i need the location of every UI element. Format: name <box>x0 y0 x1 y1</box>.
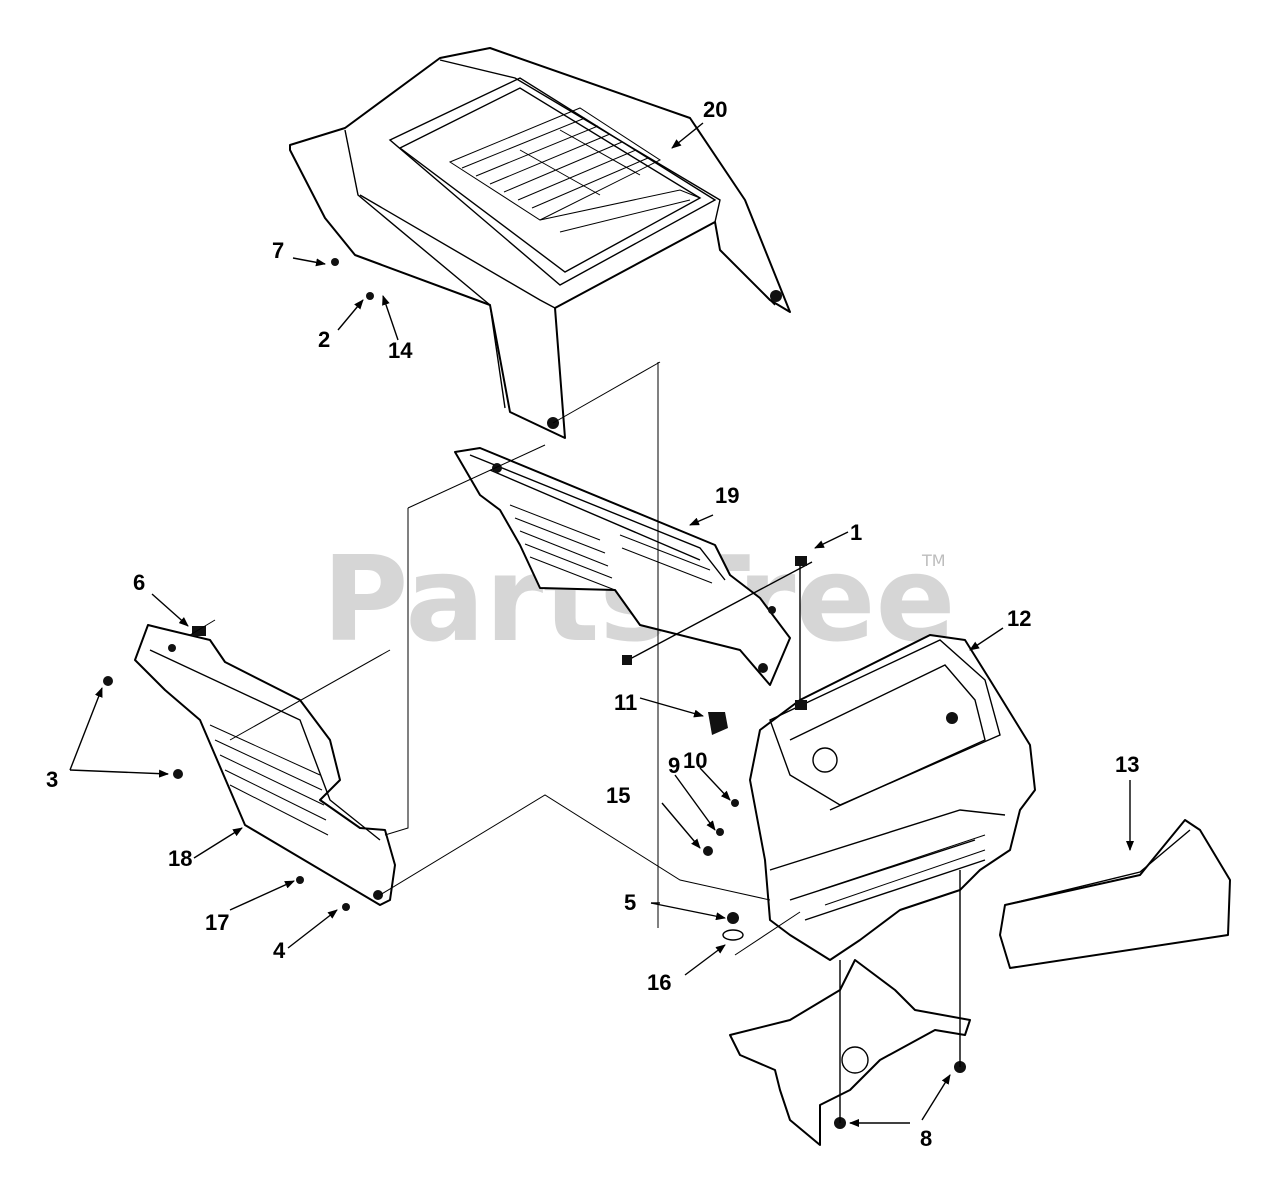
callout-15: 15 <box>606 783 630 808</box>
callout-10: 10 <box>683 748 707 773</box>
callout-12: 12 <box>1007 606 1031 631</box>
part-lower-bracket <box>729 870 971 1146</box>
callout-1: 1 <box>850 520 862 545</box>
callout-arrows <box>69 122 1134 1127</box>
part-bumper-strip <box>999 819 1231 969</box>
part-side-grille <box>134 624 396 906</box>
part-rod <box>622 556 813 710</box>
callout-11: 11 <box>614 690 637 715</box>
callout-4: 4 <box>273 938 286 963</box>
part-grille-insert <box>454 447 791 686</box>
callout-18: 18 <box>168 846 192 871</box>
callout-20: 20 <box>703 97 727 122</box>
callout-13: 13 <box>1115 752 1139 777</box>
callout-8: 8 <box>920 1126 932 1151</box>
callout-labels: 1 2 3 4 5 6 7 8 9 10 11 12 13 14 15 16 1… <box>46 97 1139 1151</box>
callout-5: 5 <box>624 890 636 915</box>
callout-6: 6 <box>133 570 145 595</box>
callout-16: 16 <box>647 970 671 995</box>
callout-7: 7 <box>272 238 284 263</box>
callout-3: 3 <box>46 767 58 792</box>
callout-2: 2 <box>318 327 330 352</box>
part-front-nose <box>749 634 1036 961</box>
hardware <box>103 258 744 941</box>
construction-lines <box>189 361 801 956</box>
part-latch <box>708 712 728 735</box>
callout-19: 19 <box>715 483 739 508</box>
callout-17: 17 <box>205 910 229 935</box>
callout-14: 14 <box>388 338 413 363</box>
watermark-tm: TM <box>921 551 946 570</box>
callout-9: 9 <box>668 753 680 778</box>
